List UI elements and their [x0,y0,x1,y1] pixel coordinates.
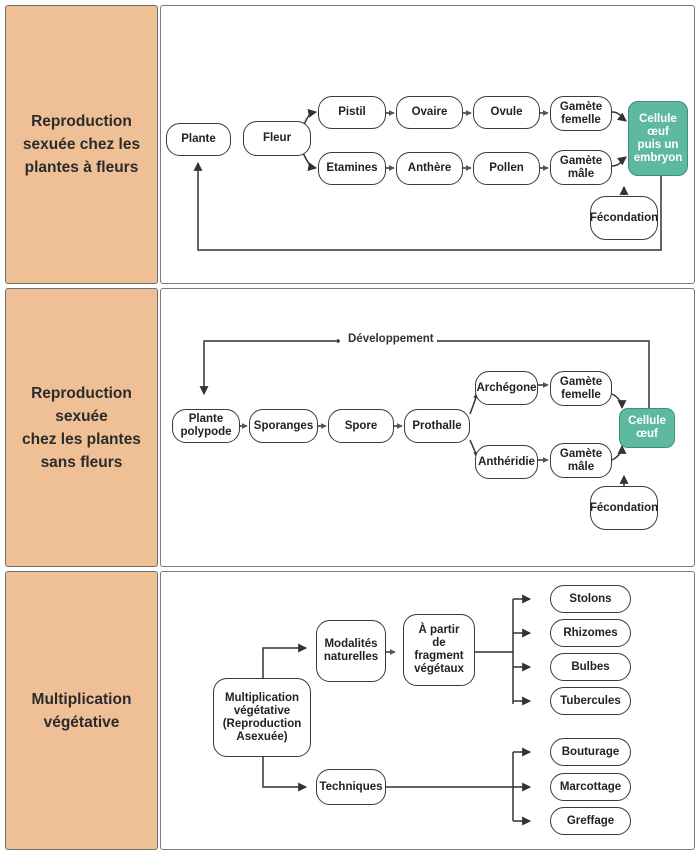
node-cellule-oeuf: Cellule œuf puis un embryon [628,101,688,176]
node-modalites: Modalités naturelles [316,620,386,682]
node-bulbes: Bulbes [550,653,631,681]
node-ovule: Ovule [473,96,540,129]
node-multiplication: Multiplication végétative (Reproduction … [213,678,311,757]
label-developpement: Développement [345,333,437,345]
node-antheridie: Anthéridie [475,445,538,479]
node-etamines: Etamines [318,152,386,185]
node-stolons: Stolons [550,585,631,613]
section-label-multiplication: Multiplication végétative [5,571,158,850]
section-label-fleurs: Reproduction sexuée chez les plantes à f… [5,5,158,284]
node-prothalle: Prothalle [404,409,470,443]
section-title: Multiplication végétative [31,690,132,731]
node-techniques: Techniques [316,769,386,805]
node-archegone: Archégone [475,371,538,405]
node-tubercules: Tubercules [550,687,631,715]
node-gamete-male: Gamète mâle [550,150,612,185]
node-fecondation: Fécondation [590,196,658,240]
section-title: Reproduction sexuée chez les plantes san… [22,384,141,471]
node-plante: Plante [166,123,231,156]
node-spore: Spore [328,409,394,443]
node-rhizomes: Rhizomes [550,619,631,647]
node-anthere: Anthère [396,152,463,185]
node-gamete-femelle-2: Gamète femelle [550,371,612,406]
node-cellule-oeuf-2: Cellule œuf [619,408,675,448]
node-pollen: Pollen [473,152,540,185]
node-fleur: Fleur [243,121,311,156]
node-marcottage: Marcottage [550,773,631,801]
node-sporanges: Sporanges [249,409,318,443]
node-bouturage: Bouturage [550,738,631,766]
node-plante-polypode: Plante polypode [172,409,240,443]
node-pistil: Pistil [318,96,386,129]
node-fecondation-2: Fécondation [590,486,658,530]
node-ovaire: Ovaire [396,96,463,129]
node-gamete-femelle: Gamète femelle [550,96,612,131]
section-label-sans-fleurs: Reproduction sexuée chez les plantes san… [5,288,158,567]
node-greffage: Greffage [550,807,631,835]
node-a-partir: À partir de fragment végétaux [403,614,475,686]
section-title: Reproduction sexuée chez les plantes à f… [22,113,141,176]
node-gamete-male-2: Gamète mâle [550,443,612,478]
